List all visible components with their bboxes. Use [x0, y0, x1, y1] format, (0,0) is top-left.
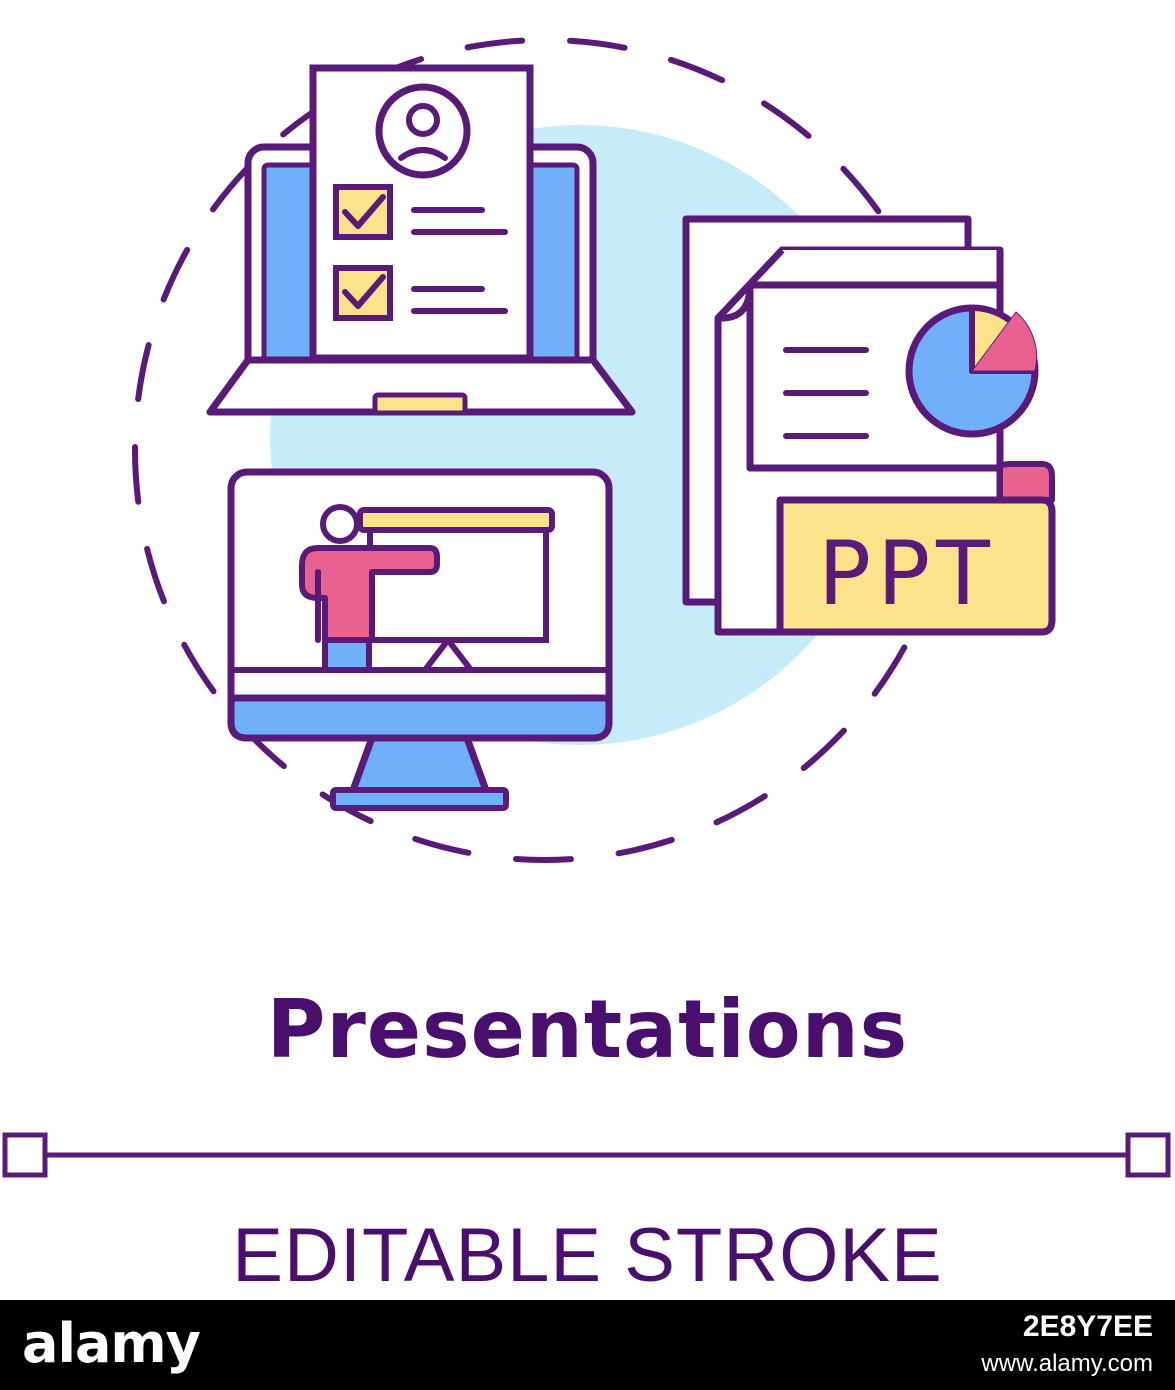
stroke-handle-left — [2, 1132, 48, 1178]
footer-bar: alamy 2E8Y7EE www.alamy.com — [0, 1300, 1175, 1390]
presentations-illustration: PPT — [132, 37, 1056, 863]
editable-stroke-label: EDITABLE STROKE — [232, 1213, 943, 1298]
monitor-presenter-icon — [227, 468, 613, 811]
pie-chart-icon — [905, 304, 1039, 438]
stroke-line-divider — [2, 1132, 1171, 1178]
ppt-label: PPT — [818, 522, 996, 625]
footer-url: www.alamy.com — [981, 1350, 1153, 1377]
title: Presentations — [266, 983, 909, 1076]
ppt-file-icon: PPT — [682, 215, 1056, 636]
image-id: 2E8Y7EE — [1022, 1310, 1153, 1343]
alamy-logo: alamy — [22, 1312, 201, 1375]
resume-document-icon — [309, 64, 534, 362]
stroke-handle-right — [1125, 1132, 1171, 1178]
